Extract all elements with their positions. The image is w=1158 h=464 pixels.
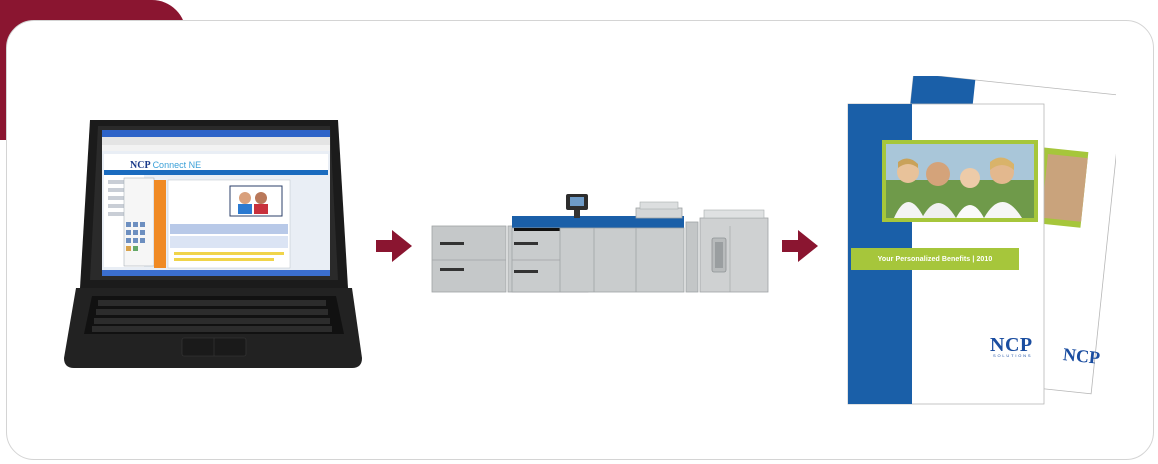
laptop-illustration <box>62 112 364 376</box>
right-arrow-icon <box>374 226 414 266</box>
brochure-title: Your Personalized Benefits | 2010 <box>851 248 1019 270</box>
back-brochure-logo: NCP <box>1062 344 1101 369</box>
right-arrow-icon <box>780 226 820 266</box>
brochure-logo-subtitle: SOLUTIONS <box>993 353 1032 358</box>
printed-brochures-illustration <box>846 76 1116 418</box>
digital-press-illustration <box>430 186 772 296</box>
